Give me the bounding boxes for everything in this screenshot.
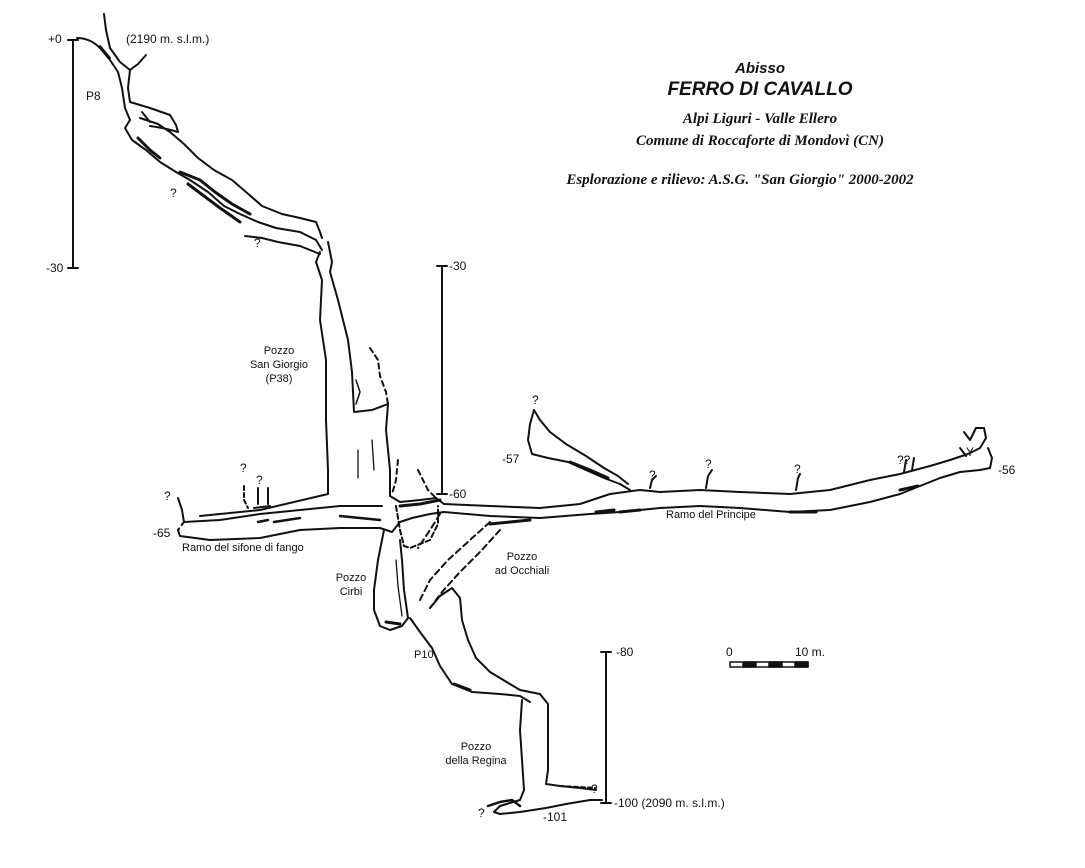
branch-principe: [443, 427, 993, 519]
upper-passage: [139, 117, 323, 255]
shaft-regina: [486, 699, 603, 815]
unknown-mark-9: ??: [897, 453, 911, 467]
scale-bar-end: 10 m.: [795, 645, 826, 659]
depth-mark-56: -56: [998, 463, 1016, 477]
feature-pozzo-regina: Pozzo della Regina: [445, 741, 507, 767]
boulder-fill-2: [256, 514, 382, 524]
feature-p10: P10: [414, 649, 434, 661]
exploration-line: Esplorazione e rilievo: A.S.G. "San Gior…: [566, 172, 914, 188]
entrance-passage: [76, 13, 323, 251]
shaft-p10: [409, 587, 549, 705]
depth-mark-101: -101: [543, 810, 568, 824]
title-block: Abisso FERRO DI CAVALLO Alpi Liguri - Va…: [520, 60, 960, 189]
unknown-mark-7: ?: [240, 461, 247, 475]
side-passage-57: [527, 409, 631, 491]
unknown-mark-3: ?: [532, 393, 539, 407]
unknown-mark-1: ?: [170, 186, 177, 200]
branch-sifone-fango: [177, 485, 383, 541]
scale-bar-start: 0: [726, 645, 733, 659]
feature-ramo-principe: Ramo del Principe: [666, 509, 756, 521]
depth-label-minus80: -80: [616, 645, 634, 659]
depth-label-minus30-mid: -30: [449, 259, 467, 273]
shaft-occhiali: [417, 513, 501, 609]
depth-scale-bottom: [600, 651, 612, 804]
feature-pozzo-cirbi: Pozzo Cirbi: [335, 572, 367, 598]
depth-label-minus100: -100 (2090 m. s.l.m.): [614, 796, 725, 810]
feature-p8: P8: [86, 89, 101, 103]
unknown-mark-12: ?: [478, 806, 485, 820]
unknown-mark-10: ?: [164, 489, 171, 503]
boulder-fill-1: [136, 136, 252, 224]
title-prefix: Abisso: [734, 60, 785, 77]
entrance-altitude: (2190 m. s.l.m.): [126, 32, 210, 46]
unknown-mark-6: ?: [794, 462, 801, 476]
area-line: Alpi Liguri - Valle Ellero: [682, 111, 838, 127]
unknown-mark-5: ?: [705, 457, 712, 471]
feature-ramo-sifone: Ramo del sifone di fango: [182, 542, 304, 554]
boulder-fill-3: [398, 498, 442, 508]
depth-label-minus60: -60: [449, 487, 467, 501]
scale-bar: [729, 661, 809, 668]
shaft-san-giorgio: [315, 241, 391, 497]
feature-pozzo-san-giorgio: Pozzo San Giorgio (P38): [249, 345, 309, 385]
depth-scale-left: [67, 39, 79, 269]
depth-label-minus30-left: -30: [46, 261, 64, 275]
unknown-mark-8: ?: [256, 473, 263, 487]
depth-label-0: +0: [48, 32, 62, 46]
boulder-fill-4: [488, 484, 920, 526]
cave-name: FERRO DI CAVALLO: [667, 79, 853, 100]
depth-mark-65: -65: [153, 526, 171, 540]
depth-mark-57: -57: [502, 452, 520, 466]
unknown-mark-4: ?: [649, 468, 656, 482]
comune-line: Comune di Roccaforte di Mondovì (CN): [636, 133, 884, 149]
feature-y: Y: [966, 445, 975, 459]
unknown-mark-2: ?: [254, 236, 261, 250]
depth-scale-middle: [436, 265, 448, 495]
unknown-mark-11: ?: [591, 782, 598, 796]
feature-pozzo-occhiali: Pozzo ad Occhiali: [494, 551, 550, 577]
shaft-cirbi: [373, 529, 409, 631]
